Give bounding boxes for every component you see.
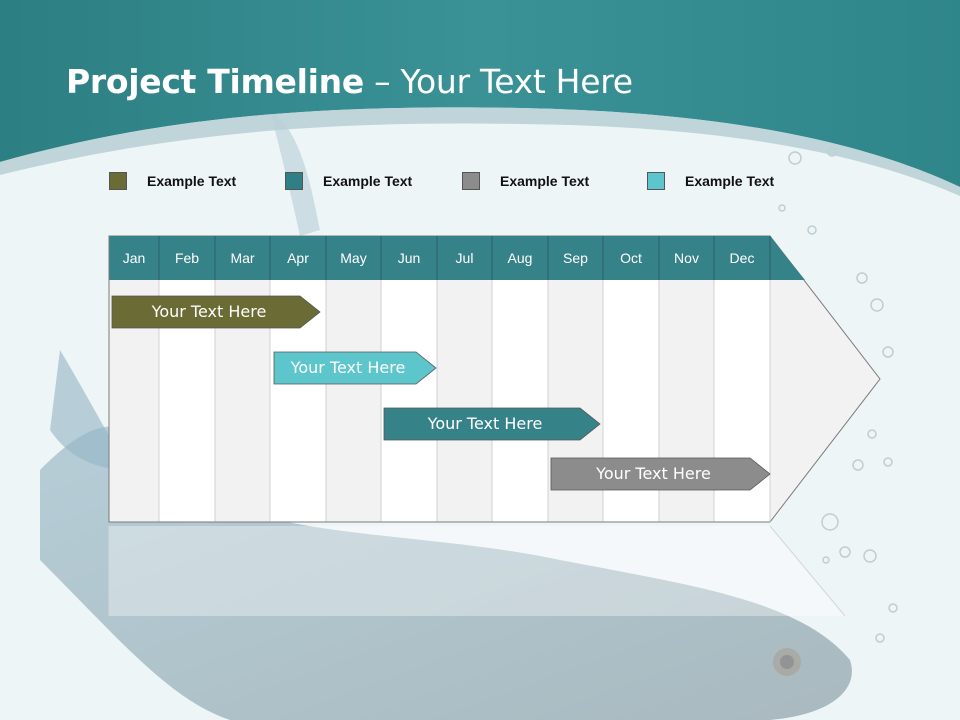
task-bar-label: Your Text Here xyxy=(290,358,406,377)
task-bar xyxy=(111,295,321,329)
legend-item: Example Text xyxy=(285,171,412,191)
legend-label: Example Text xyxy=(147,173,237,189)
month-column xyxy=(326,280,381,522)
month-label: Apr xyxy=(287,250,309,266)
legend-label: Example Text xyxy=(500,173,590,189)
month-column xyxy=(381,280,437,522)
legend-label: Example Text xyxy=(685,173,775,189)
legend-swatch xyxy=(647,172,665,190)
month-column xyxy=(437,280,492,522)
legend-swatch xyxy=(462,172,480,190)
task-bar xyxy=(273,351,437,385)
timeline-reflection xyxy=(109,526,845,616)
title-bold: Project Timeline xyxy=(66,62,364,101)
legend-swatch xyxy=(285,172,303,190)
month-label: Nov xyxy=(674,250,699,266)
task-bar xyxy=(383,407,601,441)
month-label: Jun xyxy=(397,250,421,266)
reflection-edge xyxy=(769,525,846,617)
task-bar xyxy=(550,457,771,491)
month-label: Sep xyxy=(563,250,588,266)
task-bar-label: Your Text Here xyxy=(596,464,711,483)
month-label: Oct xyxy=(620,250,642,266)
slide-title: Project Timeline – Your Text Here xyxy=(66,60,633,104)
month-label: Jul xyxy=(455,250,474,266)
month-column xyxy=(492,280,548,522)
month-label: Aug xyxy=(507,250,533,266)
month-header-band xyxy=(109,236,805,280)
legend-label: Example Text xyxy=(323,173,413,189)
month-label: Feb xyxy=(174,250,200,266)
legend-swatch xyxy=(109,172,127,190)
month-label: Jan xyxy=(122,250,146,266)
month-label: Mar xyxy=(230,250,255,266)
task-bar-label: Your Text Here xyxy=(151,302,267,321)
legend-item: Example Text xyxy=(462,171,589,191)
task-bar-label: Your Text Here xyxy=(427,414,543,433)
title-rest: – Your Text Here xyxy=(363,62,633,101)
month-label: Dec xyxy=(729,250,755,266)
month-label: May xyxy=(340,250,367,266)
legend-item: Example Text xyxy=(109,171,236,191)
legend-item: Example Text xyxy=(647,171,774,191)
